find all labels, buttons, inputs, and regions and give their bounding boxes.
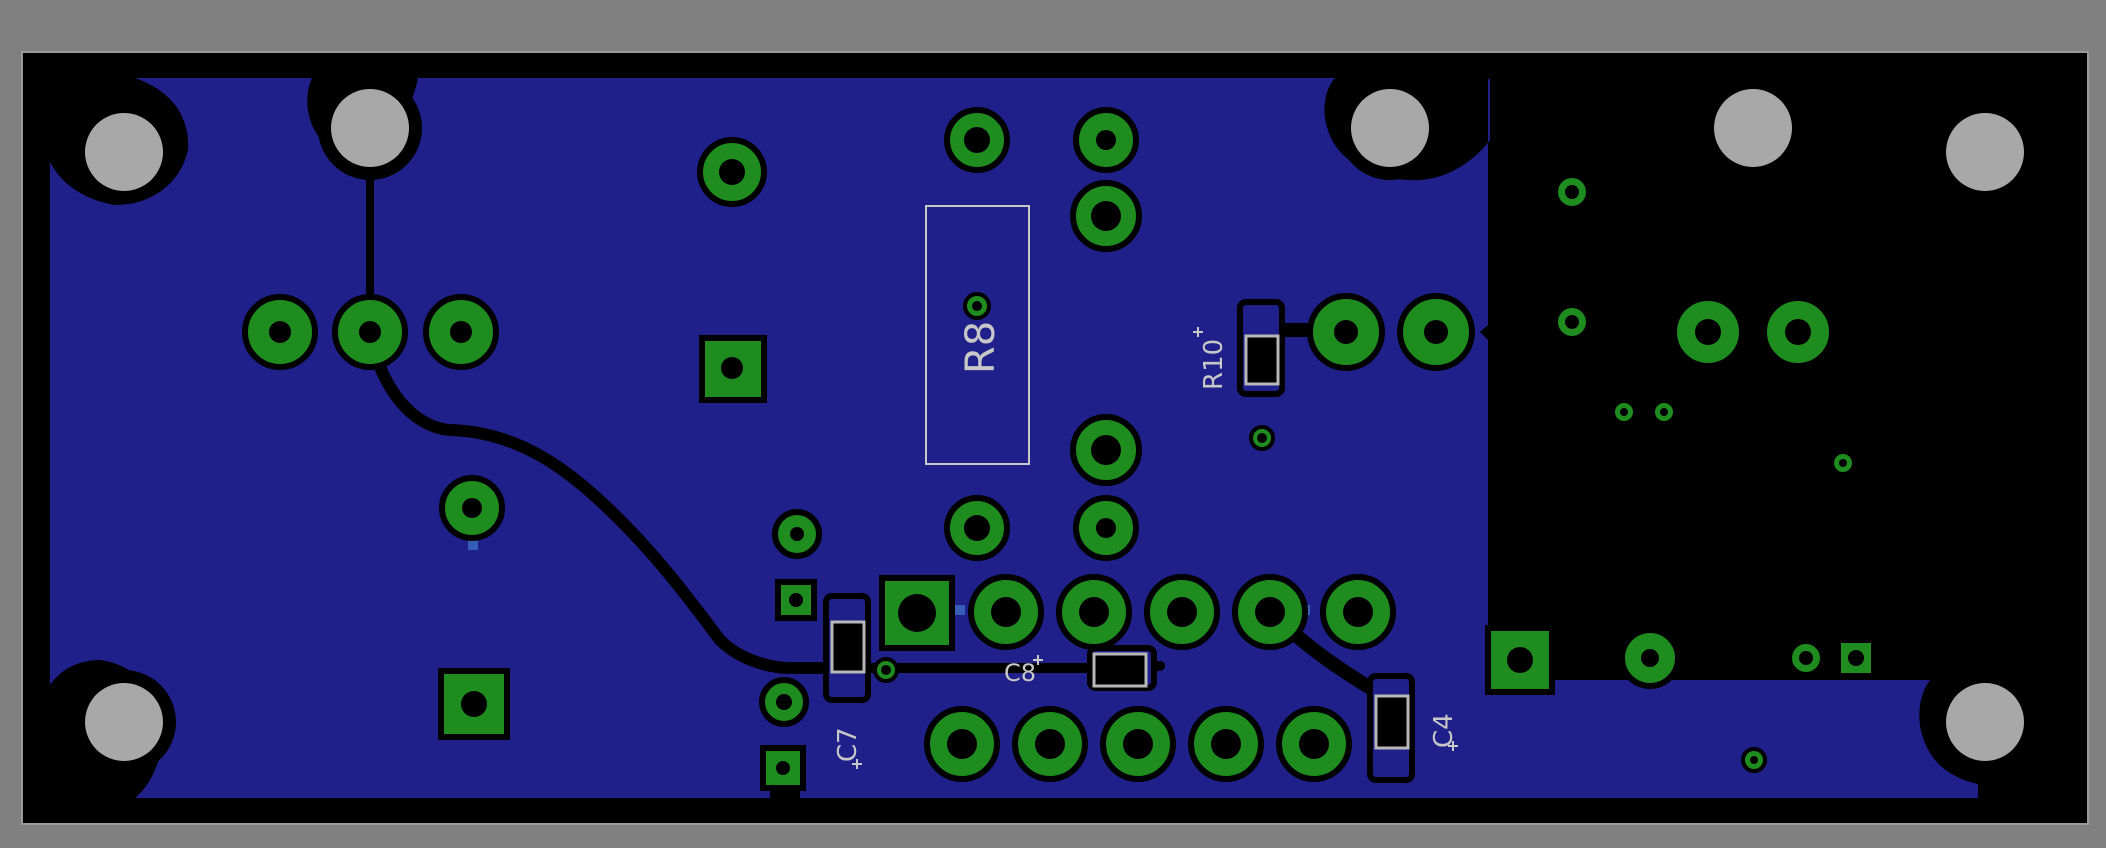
mount-hole-2-drill [331, 89, 409, 167]
mount-hole-4 [1714, 89, 1792, 167]
mount-hole-3-drill [1351, 89, 1429, 167]
drill-holes [269, 127, 1864, 775]
sqpad-1 [699, 335, 767, 403]
label-r10: R10 [1199, 339, 1229, 390]
mount-hole-5 [1946, 113, 2024, 191]
square-pads [438, 335, 1877, 791]
mount-hole-1-drill [85, 113, 163, 191]
label-c7: C7 [833, 727, 863, 762]
c8-pad [1092, 652, 1148, 688]
label-c8: C8 [1004, 659, 1036, 687]
mount-hole-6-drill [85, 683, 163, 761]
mount-hole-7-drill [1946, 683, 2024, 761]
silkscreen [852, 205, 1458, 769]
label-c4: C4 [1429, 713, 1459, 748]
r8-outline [925, 205, 1030, 465]
trace-diagonal [364, 329, 836, 674]
c7-pad [830, 620, 866, 674]
copper-pour [50, 78, 1978, 798]
sqpad-right [1485, 625, 1555, 695]
c4-pad [1374, 694, 1410, 750]
pads [242, 107, 1835, 782]
r10-pad [1244, 334, 1280, 386]
smd-components [823, 299, 1415, 783]
label-r8: R8 [958, 321, 1004, 374]
mounting-holes [72, 76, 2037, 774]
